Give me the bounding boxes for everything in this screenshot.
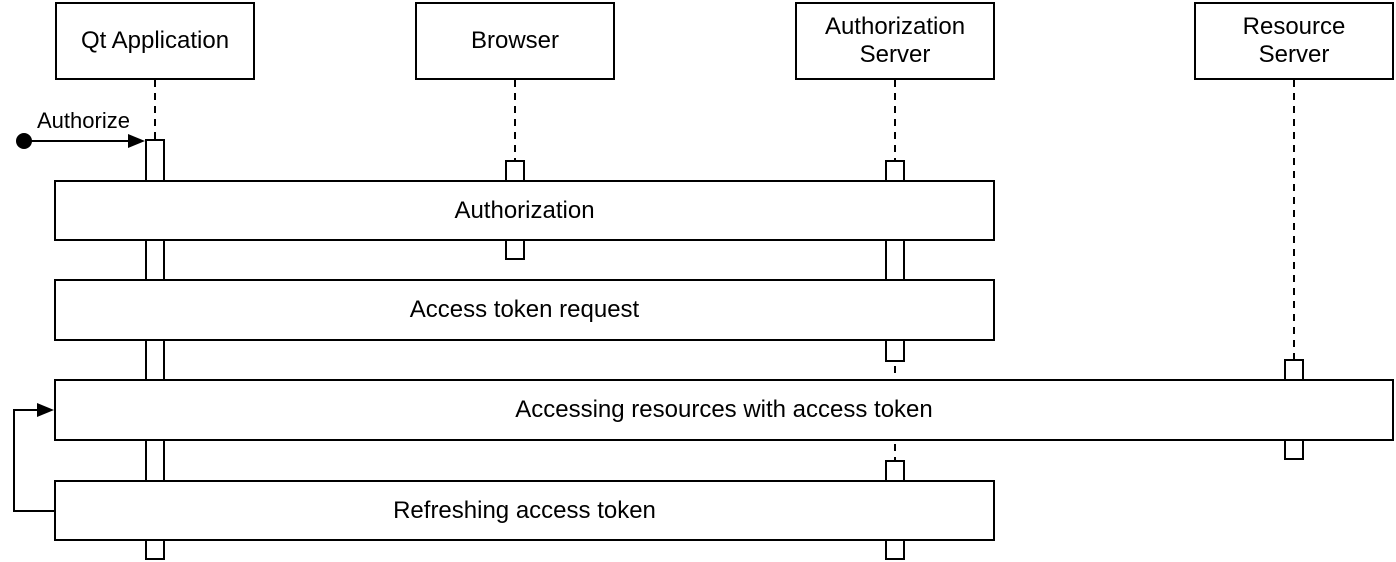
actor-authorization-server: Authorization Server bbox=[795, 2, 995, 80]
actor-browser: Browser bbox=[415, 2, 615, 80]
arrowhead-icon bbox=[37, 403, 54, 417]
frame-refreshing-access-token: Refreshing access token bbox=[54, 480, 995, 541]
actor-label: Browser bbox=[470, 27, 560, 54]
loop-arrow-bottom-line bbox=[13, 510, 54, 512]
frame-label: Authorization bbox=[454, 196, 595, 224]
loop-arrow-top-line bbox=[13, 409, 38, 411]
actor-label: Resource Server bbox=[1242, 13, 1346, 68]
authorize-message-label: Authorize bbox=[37, 108, 130, 133]
actor-label: Qt Application bbox=[80, 27, 230, 54]
lifeline-browser bbox=[514, 80, 516, 162]
frame-access-token-request: Access token request bbox=[54, 279, 995, 341]
frame-label: Accessing resources with access token bbox=[515, 396, 933, 423]
frame-label: Refreshing access token bbox=[393, 496, 656, 524]
lifeline-qt-application bbox=[154, 80, 156, 142]
authorize-arrow-line bbox=[24, 140, 130, 142]
activation-bar-qt-application bbox=[145, 139, 165, 560]
lifeline-resource-server bbox=[1293, 80, 1295, 460]
frame-label: Access token request bbox=[409, 296, 640, 323]
actor-resource-server: Resource Server bbox=[1194, 2, 1394, 80]
frame-accessing-resources: Accessing resources with access token bbox=[54, 379, 1394, 441]
frame-authorization: Authorization bbox=[54, 180, 995, 241]
actor-qt-application: Qt Application bbox=[55, 2, 255, 80]
arrowhead-icon bbox=[128, 134, 145, 148]
loop-arrow-vertical-line bbox=[13, 409, 15, 512]
actor-label: Authorization Server bbox=[824, 13, 966, 68]
